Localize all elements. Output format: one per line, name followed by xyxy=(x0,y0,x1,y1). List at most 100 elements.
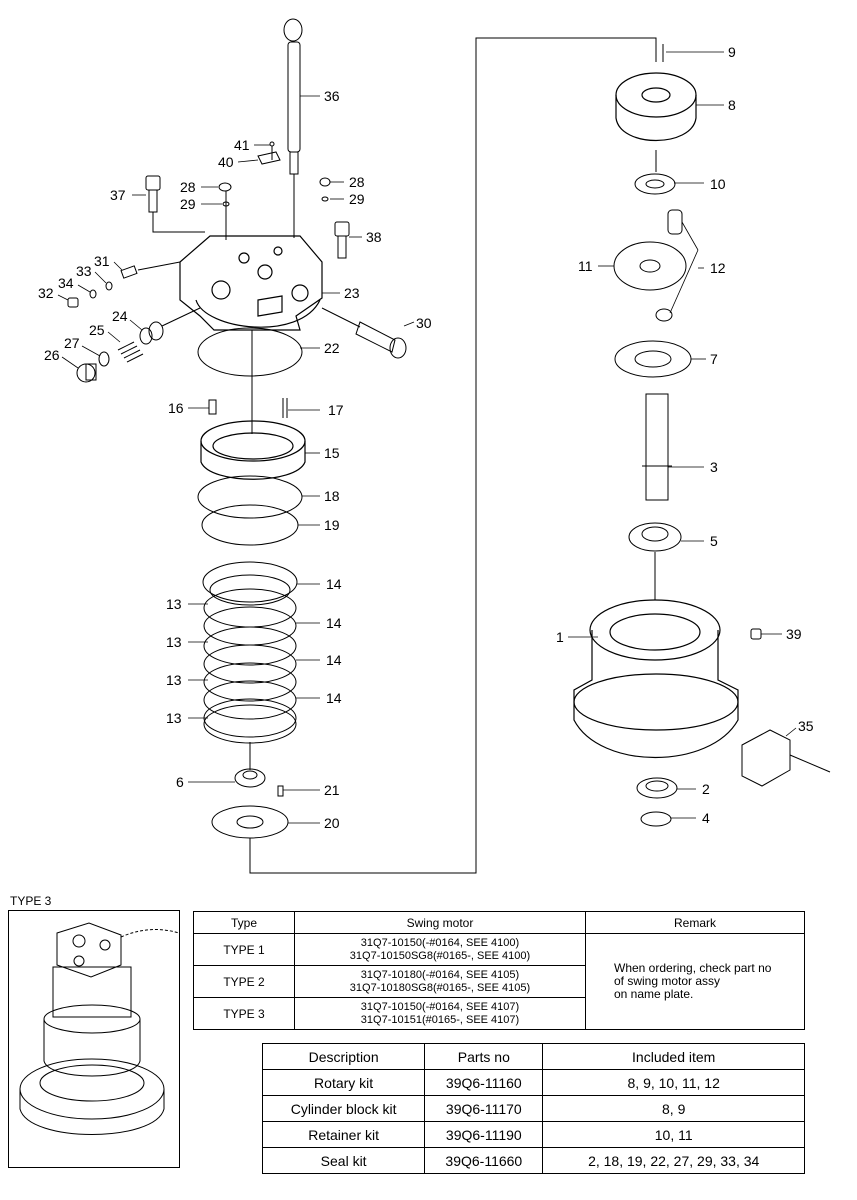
swing-motor-cell: 31Q7-10180(-#0164, SEE 4105)31Q7-10180SG… xyxy=(294,965,586,998)
callout-35: 35 xyxy=(798,718,814,734)
callout-30: 30 xyxy=(416,315,432,331)
callout-29: 29 xyxy=(349,191,365,207)
table-row: Rotary kit 39Q6-11160 8, 9, 10, 11, 12 xyxy=(261,1069,805,1096)
callout-14: 14 xyxy=(326,690,342,706)
callout-12: 12 xyxy=(710,260,726,276)
type-cell: TYPE 1 xyxy=(193,933,295,966)
type3-assembly-illustration xyxy=(19,922,180,1135)
callout-33: 33 xyxy=(76,263,92,279)
callout-14: 14 xyxy=(326,652,342,668)
swing-motor-type-table: Type Swing motor Remark TYPE 1 31Q7-1015… xyxy=(193,911,805,1030)
description-header: Description xyxy=(261,1043,426,1070)
callout-31: 31 xyxy=(94,253,110,269)
callout-10: 10 xyxy=(710,176,726,192)
callout-18: 18 xyxy=(324,488,340,504)
part-24-sleeve xyxy=(139,307,201,345)
part-16-spring xyxy=(208,399,217,415)
part-29-oring-left xyxy=(222,201,230,207)
part-28-plug-right xyxy=(319,177,331,187)
table-row: TYPE 2 31Q7-10180(-#0164, SEE 4105)31Q7-… xyxy=(193,965,805,998)
part-34-oring xyxy=(89,289,97,299)
callout-20: 20 xyxy=(324,815,340,831)
part-27-oring xyxy=(98,351,110,367)
callout-23: 23 xyxy=(344,285,360,301)
callout-21: 21 xyxy=(324,782,340,798)
exploded-parts-diagram: 9 8 36 41 40 10 37 28 29 28 29 38 31 33 … xyxy=(38,18,831,874)
part-23-valve-block xyxy=(179,235,323,331)
part-15-ring xyxy=(200,420,306,480)
callout-40: 40 xyxy=(218,154,234,170)
part-25-spring xyxy=(117,341,144,363)
callout-2: 2 xyxy=(702,781,710,797)
part-26-plug xyxy=(76,363,97,383)
type-table-header-row: Type Swing motor Remark xyxy=(193,911,805,934)
part-31-plug xyxy=(120,261,181,279)
callout-11: 11 xyxy=(578,258,593,274)
type-header: Type xyxy=(193,911,295,934)
motor-line: 31Q7-10180(-#0164, SEE 4105) xyxy=(360,968,520,981)
callout-37: 37 xyxy=(110,187,126,203)
description-cell: Rotary kit xyxy=(261,1069,426,1096)
callout-28: 28 xyxy=(349,174,365,190)
description-cell: Cylinder block kit xyxy=(261,1095,426,1122)
part-6-bearing xyxy=(234,742,266,788)
callout-9: 9 xyxy=(728,44,736,60)
part-41-pin xyxy=(269,141,275,160)
swing-motor-cell: 31Q7-10150(-#0164, SEE 4100)31Q7-10150SG… xyxy=(294,933,586,966)
swing-motor-cell: 31Q7-10150(-#0164, SEE 4107)31Q7-10151(#… xyxy=(294,997,586,1030)
part-3-drive-shaft xyxy=(642,393,672,501)
part-39-plug xyxy=(750,628,762,640)
parts-no-cell: 39Q6-11160 xyxy=(424,1069,544,1096)
type3-label: TYPE 3 xyxy=(10,894,52,908)
callout-17: 17 xyxy=(328,402,344,418)
part-1-casing xyxy=(573,599,739,758)
callout-15: 15 xyxy=(324,445,340,461)
callout-19: 19 xyxy=(324,517,340,533)
part-29-oring-right xyxy=(321,196,329,202)
callout-14: 14 xyxy=(326,615,342,631)
table-row: TYPE 3 31Q7-10150(-#0164, SEE 4107)31Q7-… xyxy=(193,997,805,1030)
table-row: Seal kit 39Q6-11660 2, 18, 19, 22, 27, 2… xyxy=(261,1147,805,1174)
motor-line: 31Q7-10151(#0165-, SEE 4107) xyxy=(360,1013,520,1026)
motor-line: 31Q7-10180SG8(#0165-, SEE 4105) xyxy=(349,981,531,994)
part-18-oring xyxy=(197,475,303,519)
part-13-14-disc-stack xyxy=(202,561,298,744)
part-11-retainer-plate xyxy=(613,241,687,291)
callout-36: 36 xyxy=(324,88,340,104)
included-item-header: Included item xyxy=(542,1043,805,1070)
callout-3: 3 xyxy=(710,459,718,475)
motor-line: 31Q7-10150SG8(#0165-, SEE 4100) xyxy=(349,949,531,962)
part-28-plug-left xyxy=(218,182,232,240)
type-cell: TYPE 2 xyxy=(193,965,295,998)
callout-14: 14 xyxy=(326,576,342,592)
type3-illustration-box xyxy=(8,910,180,1168)
callout-32: 32 xyxy=(38,285,54,301)
callout-22: 22 xyxy=(324,340,340,356)
callout-5: 5 xyxy=(710,533,718,549)
remark-line: of swing motor assy xyxy=(614,974,721,988)
parts-no-cell: 39Q6-11660 xyxy=(424,1147,544,1174)
part-36-valve-rod xyxy=(283,18,303,238)
callout-25: 25 xyxy=(89,322,105,338)
part-38-bolt xyxy=(334,221,350,259)
remark-line: When ordering, check part no xyxy=(614,961,772,975)
callout-6: 6 xyxy=(176,774,184,790)
remark-header: Remark xyxy=(585,911,805,934)
motor-line: 31Q7-10150(-#0164, SEE 4107) xyxy=(360,1000,520,1013)
callout-38: 38 xyxy=(366,229,382,245)
table-row: TYPE 1 31Q7-10150(-#0164, SEE 4100)31Q7-… xyxy=(193,933,805,1030)
part-35-valve xyxy=(741,729,831,787)
remark-line: on name plate. xyxy=(614,987,694,1001)
callout-1: 1 xyxy=(556,629,564,645)
part-32-plug xyxy=(67,297,79,308)
callout-41: 41 xyxy=(234,137,250,153)
description-cell: Seal kit xyxy=(261,1147,426,1174)
part-22-oring xyxy=(197,327,303,377)
callout-13: 13 xyxy=(166,634,182,650)
kit-table-header-row: Description Parts no Included item xyxy=(261,1043,805,1070)
callout-34: 34 xyxy=(58,275,74,291)
callout-24: 24 xyxy=(112,308,128,324)
part-8-cylinder-block xyxy=(615,72,697,142)
callout-28: 28 xyxy=(180,179,196,195)
